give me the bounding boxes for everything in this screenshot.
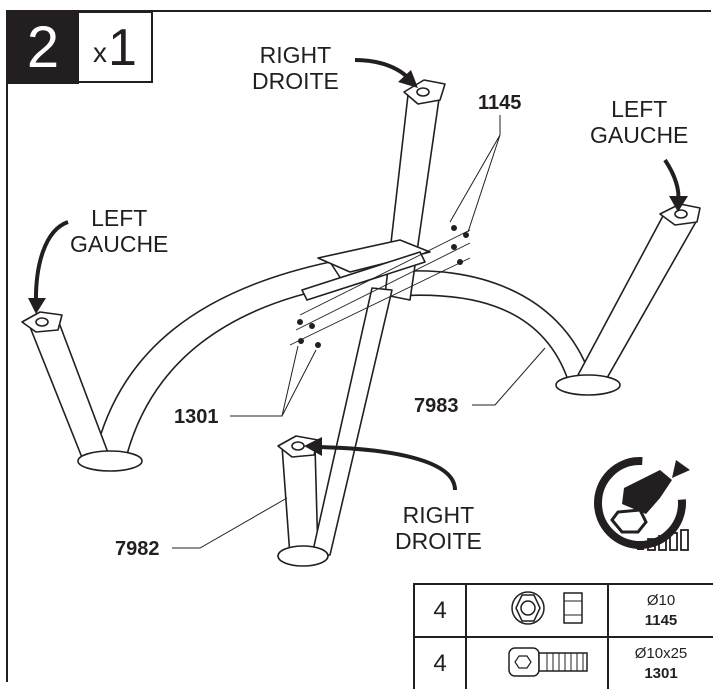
arrow-left-right — [663, 158, 681, 203]
callout-7983 — [472, 347, 546, 406]
hardware-table: 4 Ø10 1145 4 — [413, 583, 713, 689]
hex-socket-bolt-icon — [508, 647, 588, 677]
hardware-spec: Ø10x25 1301 — [607, 636, 713, 689]
ref-7982: 7982 — [115, 538, 160, 560]
wrench-tighten-icon — [594, 457, 690, 551]
label-left-left-en: LEFT — [91, 205, 148, 231]
hardware-code: 1301 — [644, 664, 678, 682]
hardware-size: Ø10 — [646, 591, 676, 609]
flange-nut-icon — [511, 591, 583, 625]
hardware-spec: Ø10 1145 — [607, 583, 713, 638]
callout-7982 — [172, 497, 288, 549]
ref-1145: 1145 — [478, 92, 522, 114]
leg-front — [281, 445, 319, 557]
hub-bracket — [301, 251, 426, 301]
step-quantity: x1 — [79, 11, 153, 83]
leg-right — [577, 213, 698, 386]
step-number: 2 — [7, 11, 79, 84]
ref-7983: 7983 — [414, 395, 459, 417]
label-left-left: LEFT GAUCHE — [70, 205, 168, 257]
label-right-bottom: RIGHT DROITE — [395, 502, 482, 554]
callout-1145 — [449, 115, 501, 233]
foot-left — [77, 450, 143, 472]
arrow-left-left — [33, 220, 69, 306]
label-right-top: RIGHT DROITE — [252, 42, 339, 94]
label-left-right-en: LEFT — [611, 96, 668, 122]
hardware-row: 4 Ø10x25 1301 — [413, 636, 713, 689]
hardware-size: Ø10x25 — [634, 644, 688, 662]
hardware-qty: 4 — [413, 583, 467, 638]
quantity-value: 1 — [108, 19, 137, 77]
hub-plate — [317, 239, 431, 273]
callout-1301 — [230, 345, 317, 417]
instruction-frame — [6, 10, 711, 682]
label-right-bottom-fr: DROITE — [395, 528, 482, 554]
foot-front — [277, 545, 329, 567]
arch-left — [94, 261, 346, 463]
arrow-right-top — [354, 58, 412, 82]
label-left-left-fr: GAUCHE — [70, 231, 169, 257]
hardware-code: 1145 — [644, 611, 678, 629]
hardware-image — [465, 583, 609, 638]
label-left-right-fr: GAUCHE — [590, 122, 689, 148]
foot-right — [555, 374, 621, 396]
hardware-qty: 4 — [413, 636, 467, 689]
quantity-prefix: x — [93, 37, 108, 68]
leg-front-upright — [311, 287, 393, 556]
leg-left — [27, 319, 111, 461]
label-right-bottom-en: RIGHT — [402, 502, 475, 528]
label-right-top-en: RIGHT — [259, 42, 332, 68]
arch-right — [394, 270, 591, 381]
arrow-right-bottom — [311, 445, 457, 491]
hardware-image — [465, 636, 609, 689]
hardware-row: 4 Ø10 1145 — [413, 583, 713, 638]
label-right-top-fr: DROITE — [252, 68, 339, 94]
ref-1301: 1301 — [174, 406, 219, 428]
label-left-right: LEFT GAUCHE — [590, 96, 688, 148]
